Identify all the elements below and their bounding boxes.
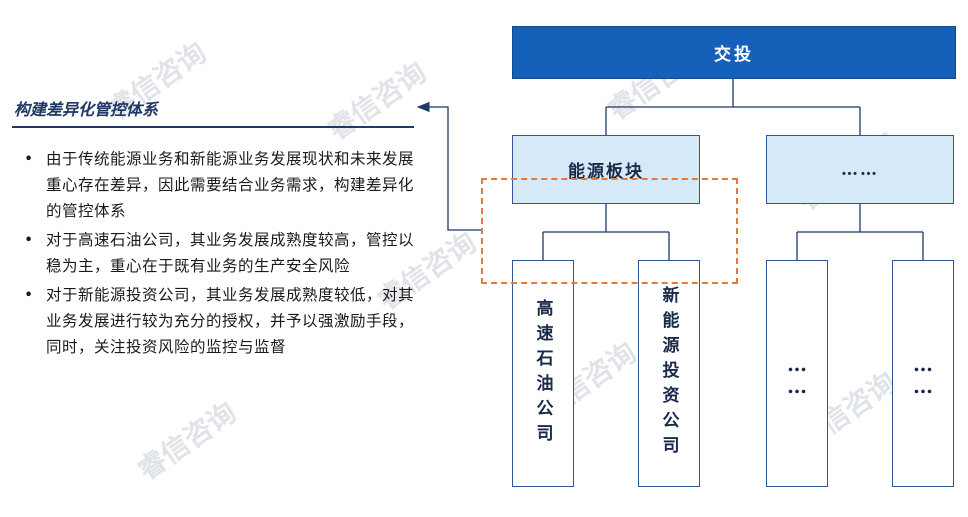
bullet-list: • 由于传统能源业务和新能源业务发展现状和未来发展重心存在差异，因此需要结合业务… <box>22 146 414 363</box>
org-node-top: 交投 <box>512 26 956 79</box>
connector-mid-left-to-leaves <box>542 204 670 260</box>
bullet-dot-icon: • <box>24 150 34 168</box>
bullet-item: • 对于高速石油公司，其业务发展成熟度较高，管控以稳为主，重心在于既有业务的生产… <box>22 227 414 279</box>
org-node-energy: 能源板块 <box>512 135 700 204</box>
bullet-dot-icon: • <box>24 231 34 249</box>
org-node-other-1: …… <box>766 260 828 487</box>
org-node-highway-oil: 高速石油公司 <box>512 260 574 487</box>
highlight-dashed-box <box>481 178 738 284</box>
title-underline <box>12 126 414 128</box>
org-node-other-2: …… <box>892 260 954 487</box>
bullet-text: 对于高速石油公司，其业务发展成熟度较高，管控以稳为主，重心在于既有业务的生产安全… <box>46 231 415 275</box>
bullet-dot-icon: • <box>24 286 34 304</box>
bullet-text: 由于传统能源业务和新能源业务发展现状和未来发展重心存在差异，因此需要结合业务需求… <box>46 150 415 220</box>
section-title: 构建差异化管控体系 <box>14 100 159 119</box>
bullet-item: • 对于新能源投资公司，其业务发展成熟度较低，对其业务发展进行较为充分的授权，并… <box>22 282 414 360</box>
bullet-text: 对于新能源投资公司，其业务发展成熟度较低，对其业务发展进行较为充分的授权，并予以… <box>46 286 415 356</box>
connector-mid-right-to-leaves <box>796 204 924 260</box>
pointer-arrow <box>416 101 481 231</box>
connector-top-to-mid <box>605 79 861 135</box>
org-node-new-energy: 新能源投资公司 <box>638 260 700 487</box>
org-node-other: …… <box>766 135 954 204</box>
bullet-item: • 由于传统能源业务和新能源业务发展现状和未来发展重心存在差异，因此需要结合业务… <box>22 146 414 224</box>
